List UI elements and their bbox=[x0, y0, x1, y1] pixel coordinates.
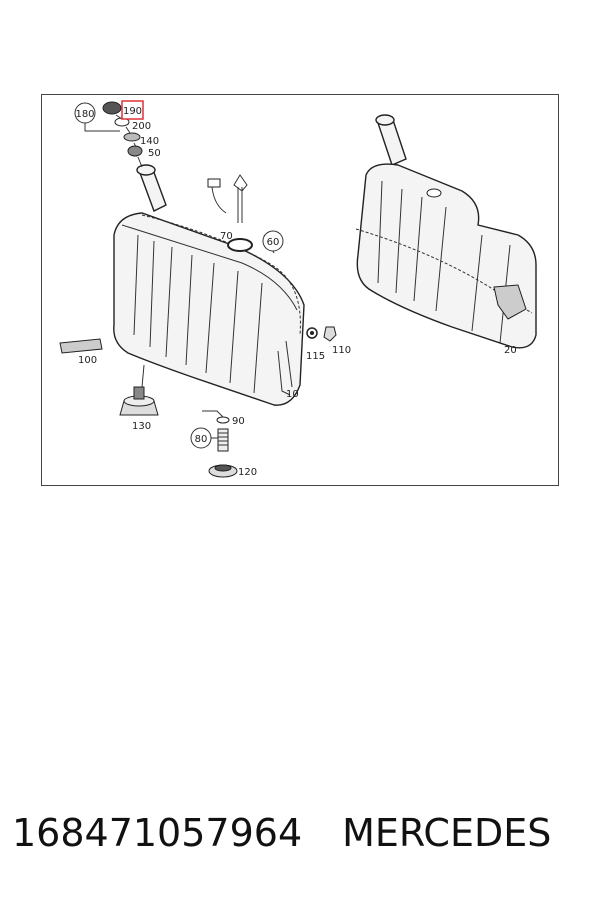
callout-110[interactable]: 110 bbox=[332, 345, 351, 356]
callout-120[interactable]: 120 bbox=[238, 467, 257, 478]
brand-name: MERCEDES bbox=[342, 811, 552, 855]
svg-text:10: 10 bbox=[286, 389, 299, 400]
part-caption: 168471057964 MERCEDES bbox=[12, 806, 592, 860]
fuel-tank-right bbox=[355, 114, 537, 349]
filler-cap-parts bbox=[102, 101, 143, 168]
svg-text:60: 60 bbox=[267, 237, 280, 248]
svg-text:140: 140 bbox=[140, 136, 159, 147]
callout-10[interactable]: 10 bbox=[286, 389, 299, 400]
part-number: 168471057964 bbox=[12, 811, 303, 855]
svg-text:50: 50 bbox=[148, 148, 161, 159]
parts-diagram: 180 190 200 140 50 70 60 100 115 11 bbox=[41, 94, 559, 486]
fuel-sender-parts bbox=[207, 174, 275, 254]
svg-text:180: 180 bbox=[75, 109, 94, 120]
part-100-strip bbox=[59, 338, 103, 354]
callout-100[interactable]: 100 bbox=[78, 355, 97, 366]
fuel-tank-left bbox=[113, 164, 305, 406]
svg-text:115: 115 bbox=[306, 351, 325, 362]
svg-text:70: 70 bbox=[220, 231, 233, 242]
callout-50[interactable]: 50 bbox=[148, 148, 161, 159]
callout-130[interactable]: 130 bbox=[132, 421, 151, 432]
svg-text:100: 100 bbox=[78, 355, 97, 366]
part-115-110 bbox=[306, 326, 337, 342]
callout-115[interactable]: 115 bbox=[306, 351, 325, 362]
part-130-pump bbox=[119, 364, 159, 416]
callout-180[interactable]: 180 bbox=[74, 102, 120, 132]
svg-text:110: 110 bbox=[332, 345, 351, 356]
svg-text:130: 130 bbox=[132, 421, 151, 432]
callout-190-highlighted[interactable]: 190 bbox=[121, 100, 144, 120]
callout-200[interactable]: 200 bbox=[132, 121, 151, 132]
svg-text:80: 80 bbox=[195, 434, 208, 445]
svg-text:20: 20 bbox=[504, 345, 517, 356]
callout-90[interactable]: 90 bbox=[232, 416, 245, 427]
svg-text:200: 200 bbox=[132, 121, 151, 132]
diagram-drawing: 180 190 200 140 50 70 60 100 115 11 bbox=[59, 100, 537, 478]
part-80-90-120-drain bbox=[202, 410, 238, 478]
callout-60[interactable]: 60 bbox=[262, 230, 284, 252]
svg-text:120: 120 bbox=[238, 467, 257, 478]
svg-text:90: 90 bbox=[232, 416, 245, 427]
callout-70[interactable]: 70 bbox=[220, 231, 233, 242]
callout-20[interactable]: 20 bbox=[504, 345, 517, 356]
callout-140[interactable]: 140 bbox=[140, 136, 159, 147]
svg-text:190: 190 bbox=[123, 106, 142, 117]
callout-80[interactable]: 80 bbox=[190, 427, 218, 449]
